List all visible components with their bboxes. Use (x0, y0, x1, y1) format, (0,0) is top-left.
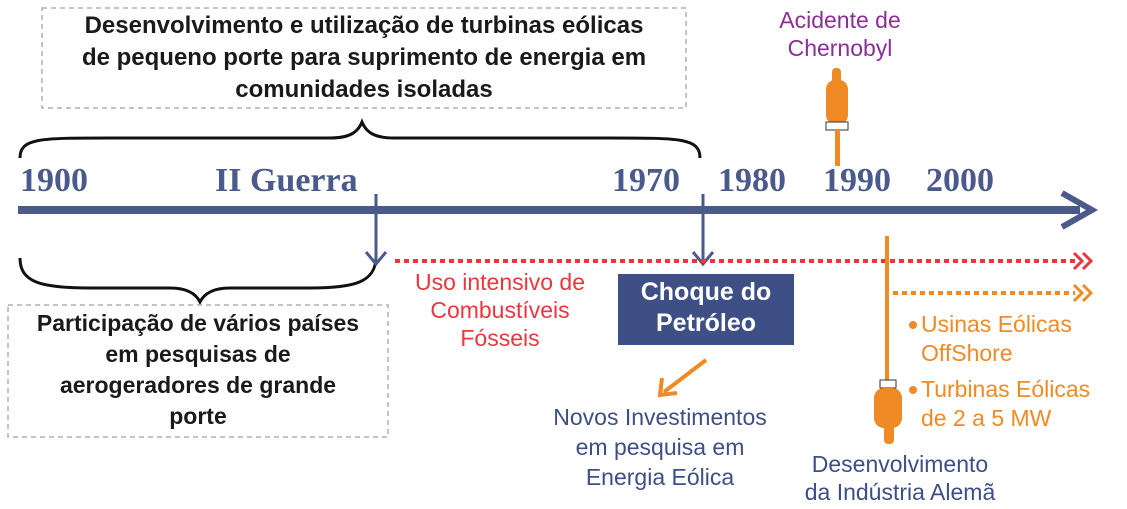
fossil-line-1: Uso intensivo de (414, 269, 586, 295)
turbines-label: Turbinas Eólicas de 2 a 5 MW (921, 375, 1125, 433)
top-box-line-3: comunidades isoladas (235, 76, 493, 103)
turbines-line-1: Turbinas Eólicas (921, 376, 1091, 402)
investments-line-3: Energia Eólica (585, 464, 735, 490)
fossil-line-3: Fósseis (460, 325, 540, 351)
top-brace (18, 117, 702, 159)
offshore-label: Usinas Eólicas OffShore (921, 310, 1121, 368)
year-ii-guerra: II Guerra (215, 162, 358, 199)
investments-label: Novos Investimentos em pesquisa em Energ… (525, 402, 795, 492)
top-box-text: Desenvolvimento e utilização de turbinas… (42, 10, 686, 106)
bottom-box-line-2: em pesquisas de (105, 341, 291, 367)
year-1900: 1900 (20, 162, 88, 199)
bottom-box-line-3: aerogeradores de grande (59, 372, 337, 398)
bottom-box-text: Participação de vários países em pesquis… (8, 308, 388, 432)
investments-line-1: Novos Investimentos (553, 404, 767, 430)
turbines-line-2: de 2 a 5 MW (921, 405, 1052, 431)
top-box-line-2: de pequeno porte para suprimento de ener… (81, 44, 647, 71)
top-dashed-box (41, 7, 687, 109)
oil-shock-line-1: Choque do (640, 278, 772, 306)
top-box-line-1: Desenvolvimento e utilização de turbinas… (84, 12, 644, 39)
bottom-brace (18, 257, 378, 306)
year-1990: 1990 (823, 162, 891, 199)
turbines-bullet (909, 386, 917, 394)
investments-line-2: em pesquisa em (575, 434, 745, 460)
chernobyl-line-2: Chernobyl (787, 35, 893, 61)
chernobyl-label: Acidente de Chernobyl (740, 6, 940, 62)
fossil-line-2: Combustíveis (430, 297, 570, 323)
year-1980: 1980 (718, 162, 786, 199)
bottom-dashed-box (7, 304, 389, 438)
timeline-arrowhead (1060, 190, 1099, 230)
german-pointer-icon (874, 236, 902, 444)
fossil-double-chevron (1072, 251, 1094, 271)
year-2000: 2000 (926, 162, 994, 199)
german-line-2: da Indústria Alemã (804, 479, 996, 505)
chernobyl-pointer-icon (825, 68, 849, 166)
oil-shock-box: Choque do Petróleo (618, 274, 794, 345)
german-label: Desenvolvimento da Indústria Alemã (780, 450, 1020, 506)
year-1970: 1970 (612, 162, 680, 199)
bottom-box-line-4: porte (169, 403, 227, 429)
bottom-box-line-1: Participação de vários países (36, 310, 360, 336)
fossil-label: Uso intensivo de Combustíveis Fósseis (395, 268, 605, 352)
german-line-1: Desenvolvimento (811, 451, 989, 477)
offshore-line-1: Usinas Eólicas (921, 311, 1072, 337)
investment-arrow (662, 358, 708, 394)
offshore-double-chevron (1072, 283, 1094, 303)
offshore-bullet (909, 321, 917, 329)
oil-shock-line-2: Petróleo (655, 309, 757, 337)
offshore-line-2: OffShore (921, 340, 1013, 366)
chernobyl-line-1: Acidente de (779, 7, 901, 33)
